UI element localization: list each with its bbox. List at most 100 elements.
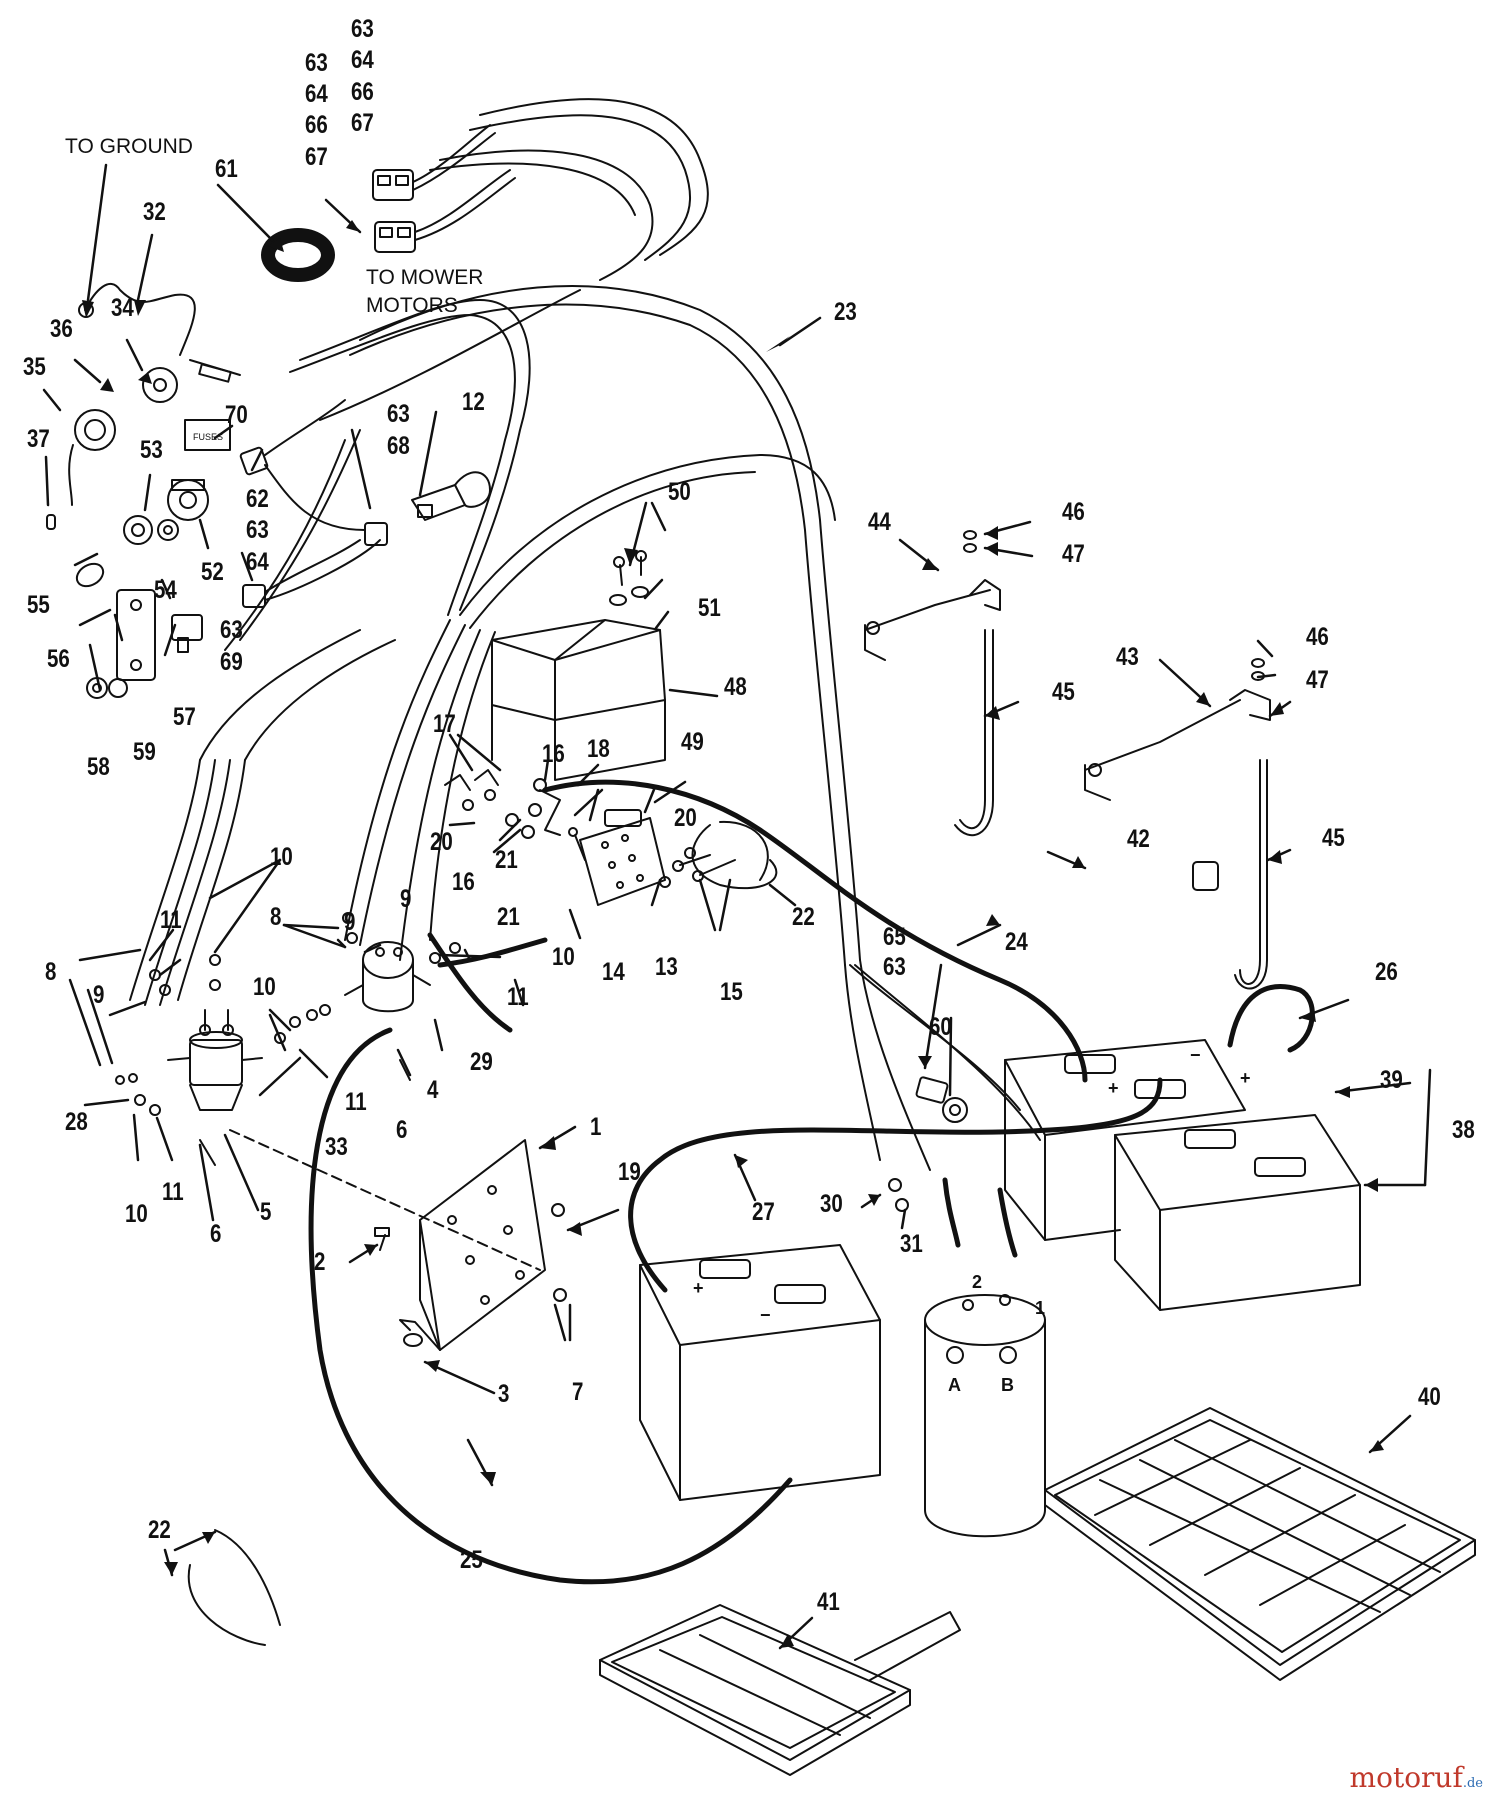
hold-down-brackets: [864, 530, 1271, 990]
switch-group-left: FUSES: [46, 282, 241, 699]
terminal-a: A: [948, 1375, 961, 1395]
tray-41: [599, 1604, 961, 1776]
callout-66: 66: [305, 111, 328, 139]
watermark-logo: motoruf.de: [1350, 1761, 1483, 1794]
cover-48: [491, 550, 666, 781]
arrowheads: [82, 220, 1384, 1648]
wire-ties-22: [187, 820, 769, 1646]
callout-20: 20: [674, 804, 697, 832]
callout-6: 6: [396, 1116, 408, 1144]
callout-65: 65: [883, 923, 906, 951]
battery-right-back: [1004, 1039, 1246, 1241]
callout-27: 27: [752, 1198, 775, 1226]
callout-16: 16: [542, 740, 565, 768]
callout-50: 50: [668, 478, 691, 506]
callout-41: 41: [817, 1588, 840, 1616]
terminal-minus-left: −: [760, 1305, 771, 1325]
terminal-minus-rb: −: [1190, 1045, 1201, 1065]
callout-6: 6: [210, 1220, 222, 1248]
callout-30: 30: [820, 1190, 843, 1218]
to-ground-label: TO GROUND: [65, 135, 193, 158]
callout-20: 20: [430, 828, 453, 856]
terminal-board: [444, 769, 778, 906]
callout-59: 59: [133, 738, 156, 766]
callout-67: 67: [351, 109, 374, 137]
callout-66: 66: [351, 78, 374, 106]
callout-11: 11: [160, 906, 182, 934]
battery-left-front: [639, 1244, 881, 1501]
callout-29: 29: [470, 1048, 493, 1076]
callout-3: 3: [498, 1380, 510, 1408]
terminal-1: 1: [1035, 1298, 1046, 1318]
callout-11: 11: [507, 983, 529, 1011]
switch-60-plug: [888, 1076, 968, 1212]
callout-31: 31: [900, 1230, 923, 1258]
callout-46: 46: [1062, 498, 1085, 526]
callout-9: 9: [93, 981, 105, 1009]
callout-47: 47: [1062, 540, 1085, 568]
callout-10: 10: [552, 943, 575, 971]
callout-21: 21: [495, 846, 518, 874]
callout-61: 61: [215, 155, 238, 183]
callout-26: 26: [1375, 958, 1398, 986]
callout-10: 10: [270, 843, 293, 871]
callout-2: 2: [314, 1248, 326, 1276]
battery-cables: [308, 779, 1315, 1585]
to-mower-label-line2: MOTORS: [366, 294, 458, 317]
callout-19: 19: [618, 1158, 641, 1186]
callout-64: 64: [351, 46, 374, 74]
watermark-suffix: .de: [1462, 1776, 1483, 1791]
callout-8: 8: [270, 903, 282, 931]
callout-37: 37: [27, 425, 50, 453]
callout-47: 47: [1306, 666, 1329, 694]
callout-68: 68: [387, 432, 410, 460]
callout-33: 33: [325, 1133, 348, 1161]
to-mower-label-line1: TO MOWER: [366, 266, 484, 289]
callout-39: 39: [1380, 1066, 1403, 1094]
mounting-plate-1: [229, 1129, 567, 1351]
callout-13: 13: [655, 953, 678, 981]
callout-64: 64: [246, 548, 269, 576]
callout-70: 70: [225, 401, 248, 429]
callout-5: 5: [260, 1198, 272, 1226]
callout-63: 63: [246, 516, 269, 544]
solenoid-5: [167, 1009, 263, 1111]
callout-28: 28: [65, 1108, 88, 1136]
callout-63: 63: [351, 15, 374, 43]
callout-38: 38: [1452, 1116, 1475, 1144]
callout-67: 67: [305, 143, 328, 171]
tray-40: [1044, 1407, 1476, 1681]
callout-10: 10: [125, 1200, 148, 1228]
callout-54: 54: [154, 576, 177, 604]
watermark-name: motoruf: [1349, 1761, 1463, 1794]
callout-58: 58: [87, 753, 110, 781]
callout-43: 43: [1116, 643, 1139, 671]
callout-9: 9: [344, 908, 356, 936]
callout-63: 63: [387, 400, 410, 428]
callout-1: 1: [590, 1113, 602, 1141]
callout-11: 11: [162, 1178, 184, 1206]
callout-22: 22: [792, 903, 815, 931]
callout-8: 8: [45, 958, 57, 986]
callout-51: 51: [698, 594, 721, 622]
callout-32: 32: [143, 198, 166, 226]
callout-22: 22: [148, 1516, 171, 1544]
ignition-key-12: [411, 471, 491, 521]
solenoid-4: [344, 941, 431, 1013]
terminal-2: 2: [972, 1272, 983, 1292]
callout-64: 64: [305, 80, 328, 108]
callout-17: 17: [433, 710, 456, 738]
callout-21: 21: [497, 903, 520, 931]
harness-plugs: [239, 399, 388, 608]
callout-56: 56: [47, 645, 70, 673]
callout-44: 44: [868, 508, 891, 536]
callout-63: 63: [305, 49, 328, 77]
terminal-plus-left: +: [693, 1278, 704, 1298]
callout-60: 60: [929, 1013, 952, 1041]
callout-53: 53: [140, 436, 163, 464]
fuses-label: FUSES: [193, 432, 223, 442]
battery-right-front: [1114, 1114, 1361, 1311]
callout-12: 12: [462, 388, 485, 416]
